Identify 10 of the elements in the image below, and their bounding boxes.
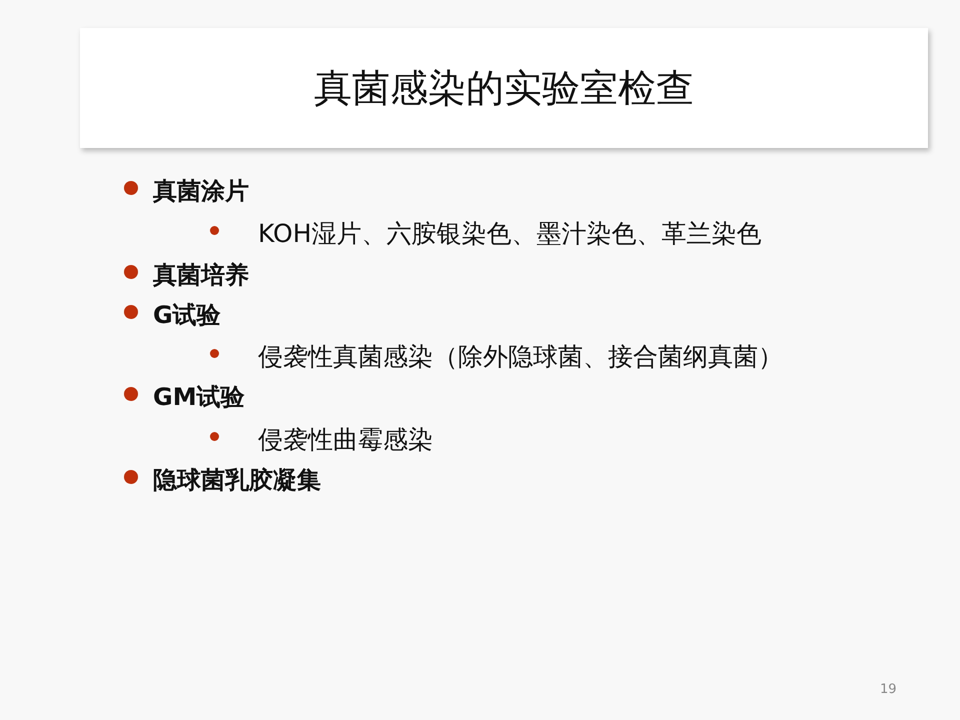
bullet-heading: GM试验 [153, 382, 245, 413]
bullet-text: 侵袭性曲霉感染 [258, 424, 433, 456]
bullet-heading: 真菌涂片 [153, 176, 249, 207]
bullet-text: KOH湿片、六胺银染色、墨汁染色、革兰染色 [258, 218, 762, 250]
bullet-heading: 真菌培养 [153, 260, 249, 291]
bullet-text: 侵袭性真菌感染（除外隐球菌、接合菌纲真菌） [258, 341, 783, 373]
slide-title: 真菌感染的实验室检查 [313, 65, 695, 112]
bullet-heading: G试验 [153, 300, 221, 331]
bullet-heading: 隐球菌乳胶凝集 [153, 465, 321, 496]
page-number: 19 [880, 682, 897, 697]
